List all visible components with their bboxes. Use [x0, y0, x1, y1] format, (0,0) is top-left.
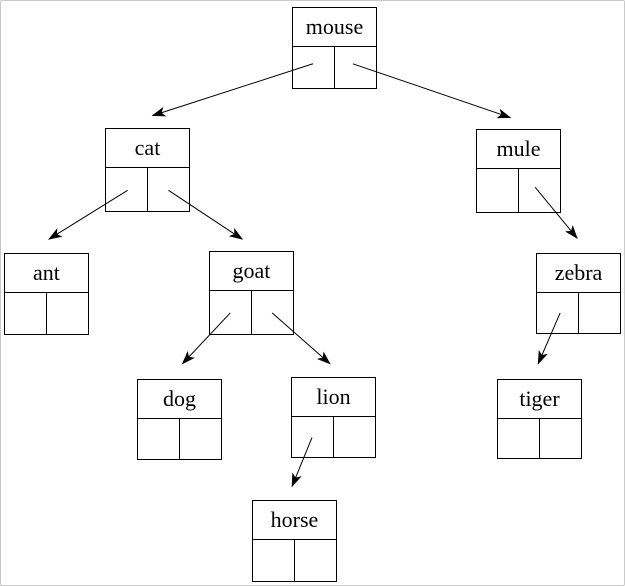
- right-pointer-cell-ant: [47, 293, 88, 334]
- tree-node-label-dog: dog: [138, 380, 221, 419]
- pointer-cells-goat: [210, 291, 293, 334]
- right-pointer-cell-goat: [252, 291, 293, 334]
- tree-node-label-horse: horse: [253, 501, 336, 540]
- left-pointer-cell-horse: [253, 540, 295, 581]
- pointer-cells-mouse: [293, 47, 376, 88]
- pointer-cells-zebra: [537, 293, 620, 333]
- tree-node-goat: goat: [209, 251, 294, 335]
- right-pointer-cell-cat: [148, 168, 189, 211]
- tree-node-label-goat: goat: [210, 252, 293, 291]
- right-pointer-cell-lion: [334, 417, 375, 457]
- pointer-cells-horse: [253, 540, 336, 581]
- tree-node-zebra: zebra: [536, 253, 621, 334]
- pointer-cells-ant: [5, 293, 88, 334]
- tree-node-ant: ant: [4, 253, 89, 335]
- tree-node-label-mouse: mouse: [293, 8, 376, 47]
- right-pointer-cell-tiger: [540, 419, 581, 458]
- pointer-cells-tiger: [498, 419, 581, 458]
- left-pointer-cell-tiger: [498, 419, 540, 458]
- pointer-cells-lion: [292, 417, 375, 457]
- left-pointer-cell-zebra: [537, 293, 579, 333]
- left-pointer-cell-cat: [106, 168, 148, 211]
- tree-node-label-lion: lion: [292, 378, 375, 417]
- pointer-cells-cat: [106, 168, 189, 211]
- right-pointer-cell-zebra: [579, 293, 620, 333]
- tree-node-label-tiger: tiger: [498, 380, 581, 419]
- right-pointer-cell-dog: [180, 419, 221, 459]
- left-pointer-cell-ant: [5, 293, 47, 334]
- tree-node-lion: lion: [291, 377, 376, 458]
- tree-node-label-zebra: zebra: [537, 254, 620, 293]
- tree-node-label-mule: mule: [477, 130, 560, 169]
- tree-node-mouse: mouse: [292, 7, 377, 89]
- left-pointer-cell-goat: [210, 291, 252, 334]
- right-pointer-cell-horse: [295, 540, 336, 581]
- left-pointer-cell-dog: [138, 419, 180, 459]
- tree-node-cat: cat: [105, 128, 190, 212]
- pointer-cells-mule: [477, 169, 560, 212]
- tree-node-dog: dog: [137, 379, 222, 460]
- tree-node-label-cat: cat: [106, 129, 189, 168]
- tree-node-tiger: tiger: [497, 379, 582, 459]
- tree-node-label-ant: ant: [5, 254, 88, 293]
- tree-node-mule: mule: [476, 129, 561, 213]
- right-pointer-cell-mouse: [335, 47, 376, 88]
- left-pointer-cell-lion: [292, 417, 334, 457]
- tree-node-horse: horse: [252, 500, 337, 582]
- left-pointer-cell-mule: [477, 169, 519, 212]
- left-pointer-cell-mouse: [293, 47, 335, 88]
- pointer-cells-dog: [138, 419, 221, 459]
- right-pointer-cell-mule: [519, 169, 560, 212]
